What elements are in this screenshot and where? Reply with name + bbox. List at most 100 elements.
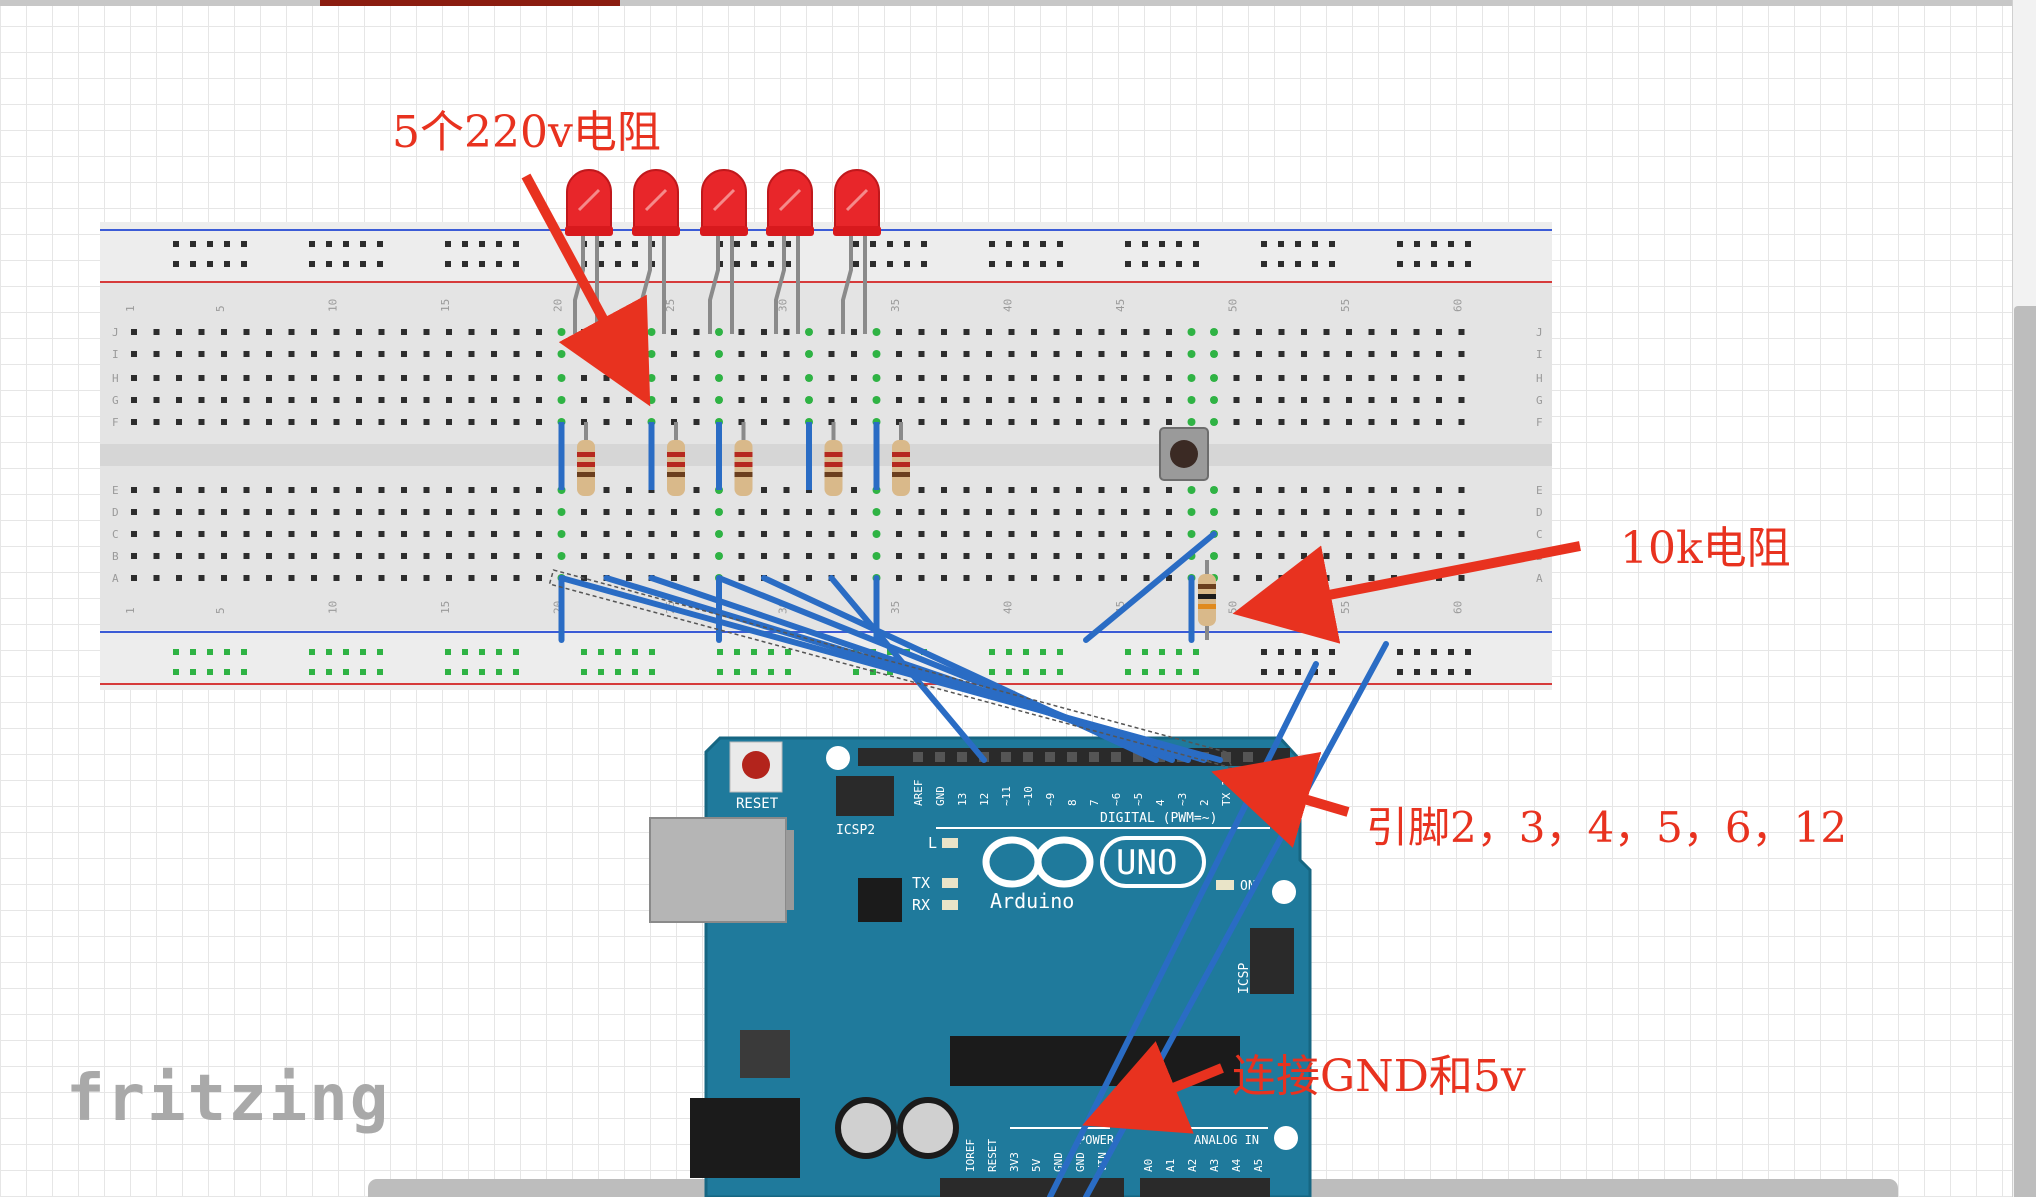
- breadboard-hole[interactable]: [1098, 329, 1105, 335]
- breadboard-hole[interactable]: [918, 575, 925, 581]
- breadboard-hole[interactable]: [1458, 575, 1465, 581]
- breadboard-hole[interactable]: [153, 375, 160, 381]
- breadboard-hole[interactable]: [761, 419, 767, 425]
- rail-hole[interactable]: [173, 261, 179, 267]
- breadboard-hole[interactable]: [1098, 487, 1105, 493]
- rail-hole[interactable]: [785, 669, 791, 675]
- rail-hole[interactable]: [1465, 669, 1471, 675]
- breadboard-hole[interactable]: [1346, 397, 1352, 403]
- rail-hole[interactable]: [870, 261, 876, 267]
- breadboard-hole[interactable]: [378, 419, 385, 425]
- breadboard-hole[interactable]: [491, 509, 497, 515]
- breadboard-hole[interactable]: [1368, 375, 1375, 381]
- breadboard-hole[interactable]: [1031, 375, 1037, 381]
- breadboard-hole[interactable]: [1143, 531, 1150, 537]
- rail-hole[interactable]: [615, 649, 621, 655]
- breadboard-hole[interactable]: [851, 351, 857, 357]
- breadboard-hole[interactable]: [603, 351, 610, 357]
- breadboard-hole[interactable]: [1098, 397, 1105, 403]
- breadboard-hole[interactable]: [356, 553, 362, 559]
- breadboard-hole[interactable]: [1076, 419, 1082, 425]
- jumper-wire[interactable]: [1083, 531, 1217, 643]
- breadboard-hole[interactable]: [153, 351, 160, 357]
- breadboard-hole[interactable]: [581, 351, 587, 357]
- breadboard-hole[interactable]: [1278, 397, 1285, 403]
- breadboard-hole[interactable]: [963, 329, 970, 335]
- breadboard-hole[interactable]: [198, 419, 205, 425]
- breadboard-hole[interactable]: [1323, 575, 1330, 581]
- breadboard-hole[interactable]: [986, 419, 992, 425]
- breadboard-hole[interactable]: [1368, 419, 1375, 425]
- breadboard-hole[interactable]: [581, 531, 587, 537]
- breadboard-hole[interactable]: [513, 553, 520, 559]
- breadboard-hole[interactable]: [446, 375, 452, 381]
- breadboard-hole[interactable]: [1436, 351, 1442, 357]
- breadboard-hole[interactable]: [1278, 575, 1285, 581]
- rail-hole[interactable]: [1176, 261, 1182, 267]
- digital-pin[interactable]: [1111, 752, 1121, 762]
- breadboard-hole[interactable]: [806, 531, 812, 537]
- breadboard-hole[interactable]: [963, 487, 970, 493]
- breadboard-hole[interactable]: [176, 509, 182, 515]
- breadboard-hole[interactable]: [603, 397, 610, 403]
- breadboard-hole[interactable]: [783, 553, 790, 559]
- breadboard-hole[interactable]: [468, 553, 475, 559]
- breadboard-hole[interactable]: [491, 553, 497, 559]
- rail-hole[interactable]: [513, 649, 519, 655]
- breadboard-hole[interactable]: [738, 329, 745, 335]
- rail-hole[interactable]: [309, 241, 315, 247]
- breadboard-hole[interactable]: [446, 419, 452, 425]
- rail-hole[interactable]: [717, 649, 723, 655]
- breadboard-hole[interactable]: [1008, 375, 1015, 381]
- rail-hole[interactable]: [1397, 241, 1403, 247]
- breadboard-hole[interactable]: [311, 351, 317, 357]
- breadboard-hole[interactable]: [1278, 375, 1285, 381]
- breadboard-hole[interactable]: [446, 509, 452, 515]
- rail-hole[interactable]: [479, 649, 485, 655]
- breadboard-hole[interactable]: [1413, 397, 1420, 403]
- breadboard-hole[interactable]: [1256, 553, 1262, 559]
- rail-hole[interactable]: [326, 669, 332, 675]
- rail-hole[interactable]: [904, 261, 910, 267]
- breadboard-hole[interactable]: [446, 531, 452, 537]
- breadboard-hole[interactable]: [1368, 531, 1375, 537]
- breadboard-hole[interactable]: [1053, 419, 1060, 425]
- rail-hole[interactable]: [1125, 669, 1131, 675]
- rail-hole[interactable]: [462, 261, 468, 267]
- breadboard-hole[interactable]: [896, 397, 902, 403]
- breadboard-hole[interactable]: [266, 509, 272, 515]
- breadboard-hole[interactable]: [581, 553, 587, 559]
- breadboard-hole[interactable]: [1458, 397, 1465, 403]
- breadboard-hole[interactable]: [446, 553, 452, 559]
- breadboard-hole[interactable]: [1391, 375, 1397, 381]
- jumper-wire[interactable]: [761, 575, 1159, 763]
- rail-hole[interactable]: [1448, 669, 1454, 675]
- breadboard-hole[interactable]: [828, 531, 835, 537]
- breadboard-hole[interactable]: [1098, 531, 1105, 537]
- breadboard-hole[interactable]: [1053, 329, 1060, 335]
- breadboard-hole[interactable]: [1076, 375, 1082, 381]
- breadboard-hole[interactable]: [761, 487, 767, 493]
- rail-hole[interactable]: [1312, 241, 1318, 247]
- breadboard-hole[interactable]: [918, 531, 925, 537]
- breadboard-hole[interactable]: [626, 553, 632, 559]
- rail-hole[interactable]: [445, 649, 451, 655]
- breadboard-hole[interactable]: [198, 531, 205, 537]
- breadboard-hole[interactable]: [1323, 553, 1330, 559]
- breadboard-hole[interactable]: [1008, 553, 1015, 559]
- breadboard-hole[interactable]: [221, 575, 227, 581]
- breadboard-hole[interactable]: [266, 575, 272, 581]
- rail-hole[interactable]: [1176, 649, 1182, 655]
- breadboard-hole[interactable]: [1143, 419, 1150, 425]
- breadboard-hole[interactable]: [1413, 487, 1420, 493]
- breadboard-hole[interactable]: [761, 375, 767, 381]
- breadboard-hole[interactable]: [1053, 351, 1060, 357]
- rail-hole[interactable]: [360, 261, 366, 267]
- breadboard-hole[interactable]: [918, 419, 925, 425]
- breadboard-hole[interactable]: [648, 531, 655, 537]
- breadboard-hole[interactable]: [738, 575, 745, 581]
- rail-hole[interactable]: [479, 261, 485, 267]
- rail-hole[interactable]: [1278, 241, 1284, 247]
- breadboard-hole[interactable]: [1391, 487, 1397, 493]
- breadboard-hole[interactable]: [198, 351, 205, 357]
